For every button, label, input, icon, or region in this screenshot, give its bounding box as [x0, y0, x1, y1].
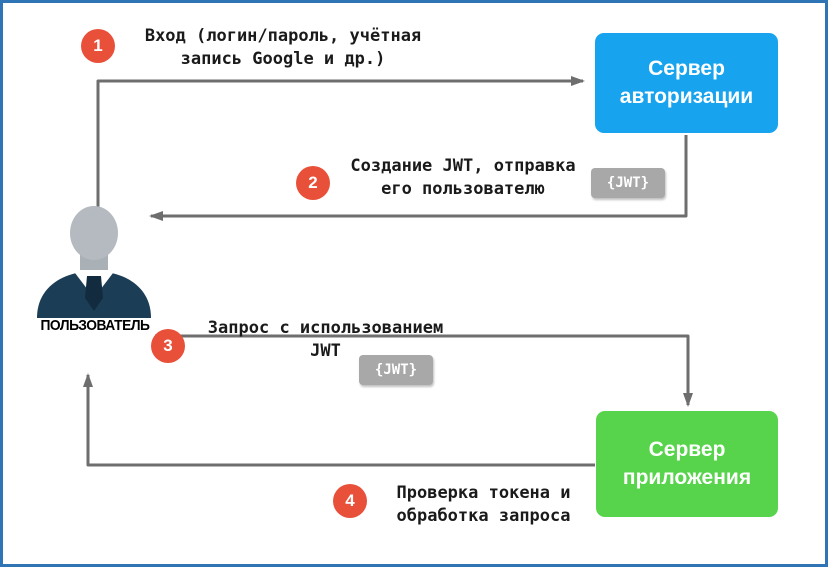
step-1-number: 1	[93, 36, 103, 55]
app-server-label: Сервер приложения	[622, 437, 752, 489]
jwt-token-text: {JWT}	[606, 175, 650, 191]
step-2-badge: 2	[296, 166, 330, 200]
arrow-step-2	[149, 135, 688, 221]
arrow-step-3	[155, 334, 693, 407]
step-4-label: Проверка токена и обработка запроса	[396, 483, 571, 526]
step-3-number: 3	[163, 336, 173, 355]
step-2-label: Создание JWT, отправка его пользователю	[350, 156, 576, 199]
arrow-step-1	[96, 76, 585, 211]
app-server-node: Сервер приложения	[596, 411, 778, 517]
step-1-badge: 1	[81, 29, 115, 63]
user-avatar-icon	[37, 206, 151, 318]
step-1-label: Вход (логин/пароль, учётная запись Googl…	[144, 26, 422, 69]
flow-arrows	[83, 76, 693, 467]
step-3-badge: 3	[151, 329, 185, 363]
jwt-token-badge-step2: {JWT}	[591, 168, 665, 198]
step-4-number: 4	[345, 491, 355, 510]
user-label: ПОЛЬЗОВАТЕЛЬ	[40, 317, 150, 334]
step-2-number: 2	[308, 173, 318, 192]
step-4-badge: 4	[333, 484, 367, 518]
auth-server-label: Сервер авторизации	[619, 56, 754, 108]
auth-server-node: Сервер авторизации	[595, 33, 778, 133]
arrow-step-4	[83, 373, 595, 467]
step-3-label: Запрос с использованием JWT	[207, 318, 444, 361]
jwt-token-badge-step3: {JWT}	[359, 355, 433, 385]
jwt-token-text: {JWT}	[374, 362, 418, 378]
